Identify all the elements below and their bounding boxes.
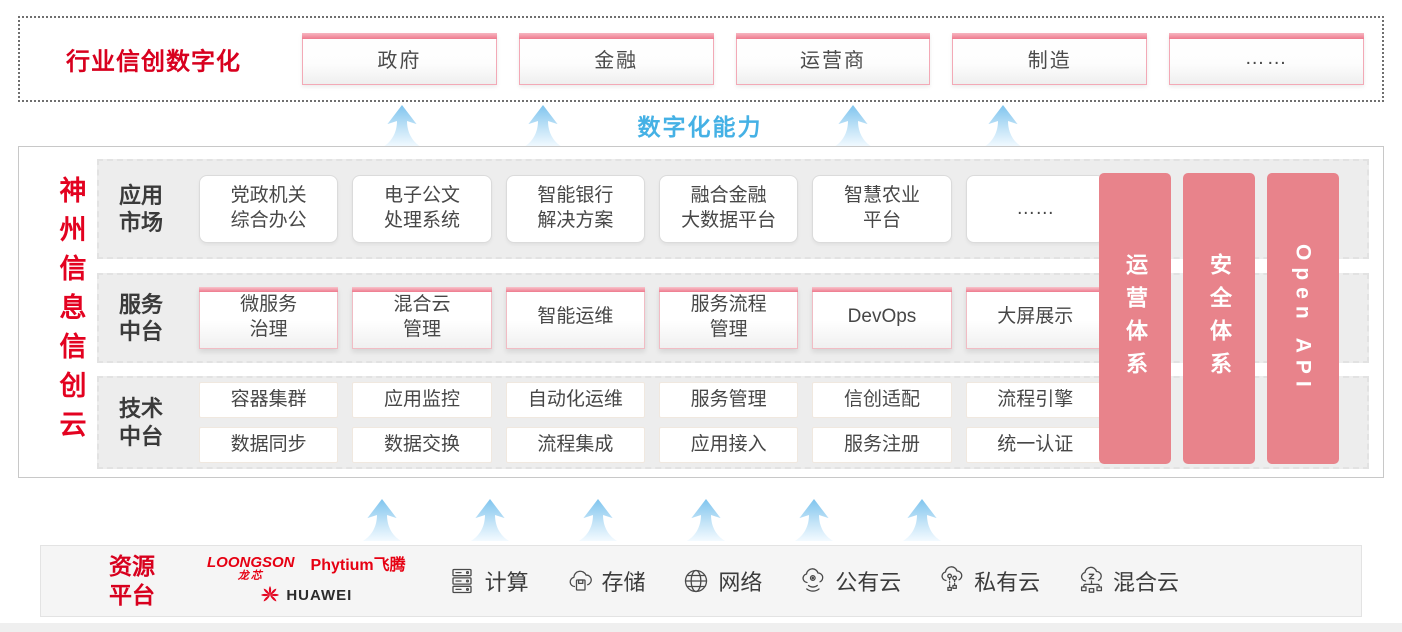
network-icon	[681, 566, 711, 596]
cloud-platform-box: 神州信息信创云 应用 市场 党政机关 综合办公电子公文 处理系统智能银行 解决方…	[18, 146, 1384, 478]
tech-platform-box: 数据同步	[199, 427, 339, 463]
tech-platform-box: 应用监控	[352, 382, 492, 418]
up-arrow-icon	[792, 499, 836, 541]
industry-band-title: 行业信创数字化	[66, 48, 241, 76]
tech-platform-box: 信创适配	[812, 382, 952, 418]
tech-platform-box: 自动化运维	[505, 382, 645, 418]
phytium-logo-subtext: 飞腾	[373, 556, 406, 574]
up-arrow-icon	[900, 499, 944, 541]
tech-platform-subrow: 容器集群应用监控自动化运维服务管理信创适配流程引擎	[199, 382, 1105, 418]
resource-item-label: 计算	[484, 570, 529, 595]
app-market-box: 党政机关 综合办公	[199, 175, 339, 243]
service-platform-box: 大屏展示	[965, 287, 1106, 349]
phytium-logo-text: Phytium	[310, 556, 374, 574]
resource-items: 计算 存储 网络 公有云 私有云 混合云	[448, 565, 1179, 597]
open-api-bar: Open API	[1267, 173, 1339, 464]
sector-box: 运营商	[735, 33, 931, 85]
app-market-box: 智能银行 解决方案	[505, 175, 645, 243]
ops-system-bar: 运营体系	[1099, 173, 1171, 464]
up-arrow-icon	[981, 105, 1025, 147]
huawei-flower-icon	[260, 584, 280, 608]
sector-box: 制造	[952, 33, 1148, 85]
platform-vertical-title: 神州信息信创云	[41, 147, 99, 477]
app-market-label: 应用 市场	[119, 182, 164, 236]
up-arrow-icon	[521, 105, 565, 147]
tech-platform-items: 容器集群应用监控自动化运维服务管理信创适配流程引擎数据同步数据交换流程集成应用接…	[199, 382, 1105, 463]
up-arrow-icon	[831, 105, 875, 147]
tech-platform-box: 流程集成	[505, 427, 645, 463]
open-api-bar-label: Open API	[1291, 243, 1315, 394]
resource-item: 计算	[448, 565, 529, 597]
tech-platform-box: 容器集群	[199, 382, 339, 418]
public-cloud-icon	[798, 566, 828, 596]
resource-platform-label: 资源 平台	[109, 553, 155, 608]
app-market-row: 应用 市场 党政机关 综合办公电子公文 处理系统智能银行 解决方案融合金融 大数…	[97, 159, 1369, 259]
service-platform-box: 混合云 管理	[352, 287, 492, 349]
service-platform-box: 微服务 治理	[199, 287, 339, 349]
huawei-logo: HUAWEI	[260, 584, 352, 608]
sector-box: ……	[1169, 33, 1364, 85]
app-market-box: 电子公文 处理系统	[352, 175, 492, 243]
huawei-logo-text: HUAWEI	[286, 587, 353, 604]
ops-system-bar-label: 运营体系	[1123, 252, 1148, 385]
app-market-items: 党政机关 综合办公电子公文 处理系统智能银行 解决方案融合金融 大数据平台智慧农…	[199, 175, 1105, 243]
resource-item-label: 存储	[601, 570, 646, 595]
tech-platform-subrow: 数据同步数据交换流程集成应用接入服务注册统一认证	[199, 427, 1105, 463]
tech-platform-row: 技术 中台 容器集群应用监控自动化运维服务管理信创适配流程引擎数据同步数据交换流…	[97, 376, 1369, 469]
security-system-bar-label: 安全体系	[1207, 252, 1232, 385]
storage-icon	[565, 566, 595, 596]
compute-icon	[448, 566, 478, 596]
app-market-box: 智慧农业 平台	[812, 175, 952, 243]
app-market-box: ……	[965, 175, 1105, 243]
tech-platform-box: 服务管理	[658, 382, 799, 418]
loongson-logo: LOONGSON 龙芯	[207, 555, 295, 582]
platform-vertical-title-text: 神州信息信创云	[55, 175, 86, 449]
vendor-logos-top: LOONGSON 龙芯 Phytium飞腾	[207, 555, 406, 582]
hybrid-cloud-icon	[1076, 566, 1106, 596]
service-platform-box: 智能运维	[505, 287, 646, 349]
resource-item-label: 网络	[718, 570, 763, 595]
bottom-strip	[0, 623, 1402, 632]
up-arrow-icon	[380, 105, 424, 147]
resource-item-label: 混合云	[1112, 570, 1179, 595]
private-cloud-icon	[937, 566, 967, 596]
tech-platform-box: 流程引擎	[965, 382, 1105, 418]
industry-band: 行业信创数字化 政府金融运营商制造 ……	[18, 16, 1384, 102]
resource-item: 网络	[681, 565, 762, 597]
resource-item: 公有云	[798, 565, 901, 597]
sector-box: 政府	[302, 33, 497, 85]
resource-item: 存储	[565, 565, 646, 597]
resource-item: 混合云	[1076, 565, 1179, 597]
service-platform-box: 服务流程 管理	[658, 287, 799, 349]
up-arrow-icon	[684, 499, 728, 541]
tech-platform-box: 服务注册	[812, 427, 952, 463]
capability-label: 数字化能力	[637, 114, 763, 140]
tech-platform-box: 统一认证	[965, 427, 1105, 463]
up-arrow-icon	[468, 499, 512, 541]
service-platform-box: DevOps	[812, 287, 952, 349]
sector-box: 金融	[518, 33, 714, 85]
tech-platform-box: 数据交换	[352, 427, 492, 463]
tech-platform-label: 技术 中台	[119, 396, 164, 449]
service-platform-label: 服务 中台	[119, 291, 164, 345]
app-market-box: 融合金融 大数据平台	[658, 175, 799, 243]
resource-item: 私有云	[937, 565, 1040, 597]
security-system-bar: 安全体系	[1183, 173, 1255, 464]
vendor-logos: LOONGSON 龙芯 Phytium飞腾	[207, 555, 406, 608]
phytium-logo: Phytium飞腾	[310, 556, 406, 574]
resource-platform-box: 资源 平台 LOONGSON 龙芯 Phytium飞腾	[40, 545, 1362, 617]
resource-item-label: 公有云	[835, 570, 902, 595]
resource-item-label: 私有云	[974, 570, 1041, 595]
loongson-logo-text: LOONGSON	[207, 553, 295, 571]
up-arrow-icon	[360, 499, 404, 541]
loongson-logo-subtext: 龙芯	[237, 569, 264, 582]
sector-row: 政府金融运营商制造 ……	[302, 33, 1364, 85]
tech-platform-box: 应用接入	[658, 427, 799, 463]
up-arrow-icon	[576, 499, 620, 541]
